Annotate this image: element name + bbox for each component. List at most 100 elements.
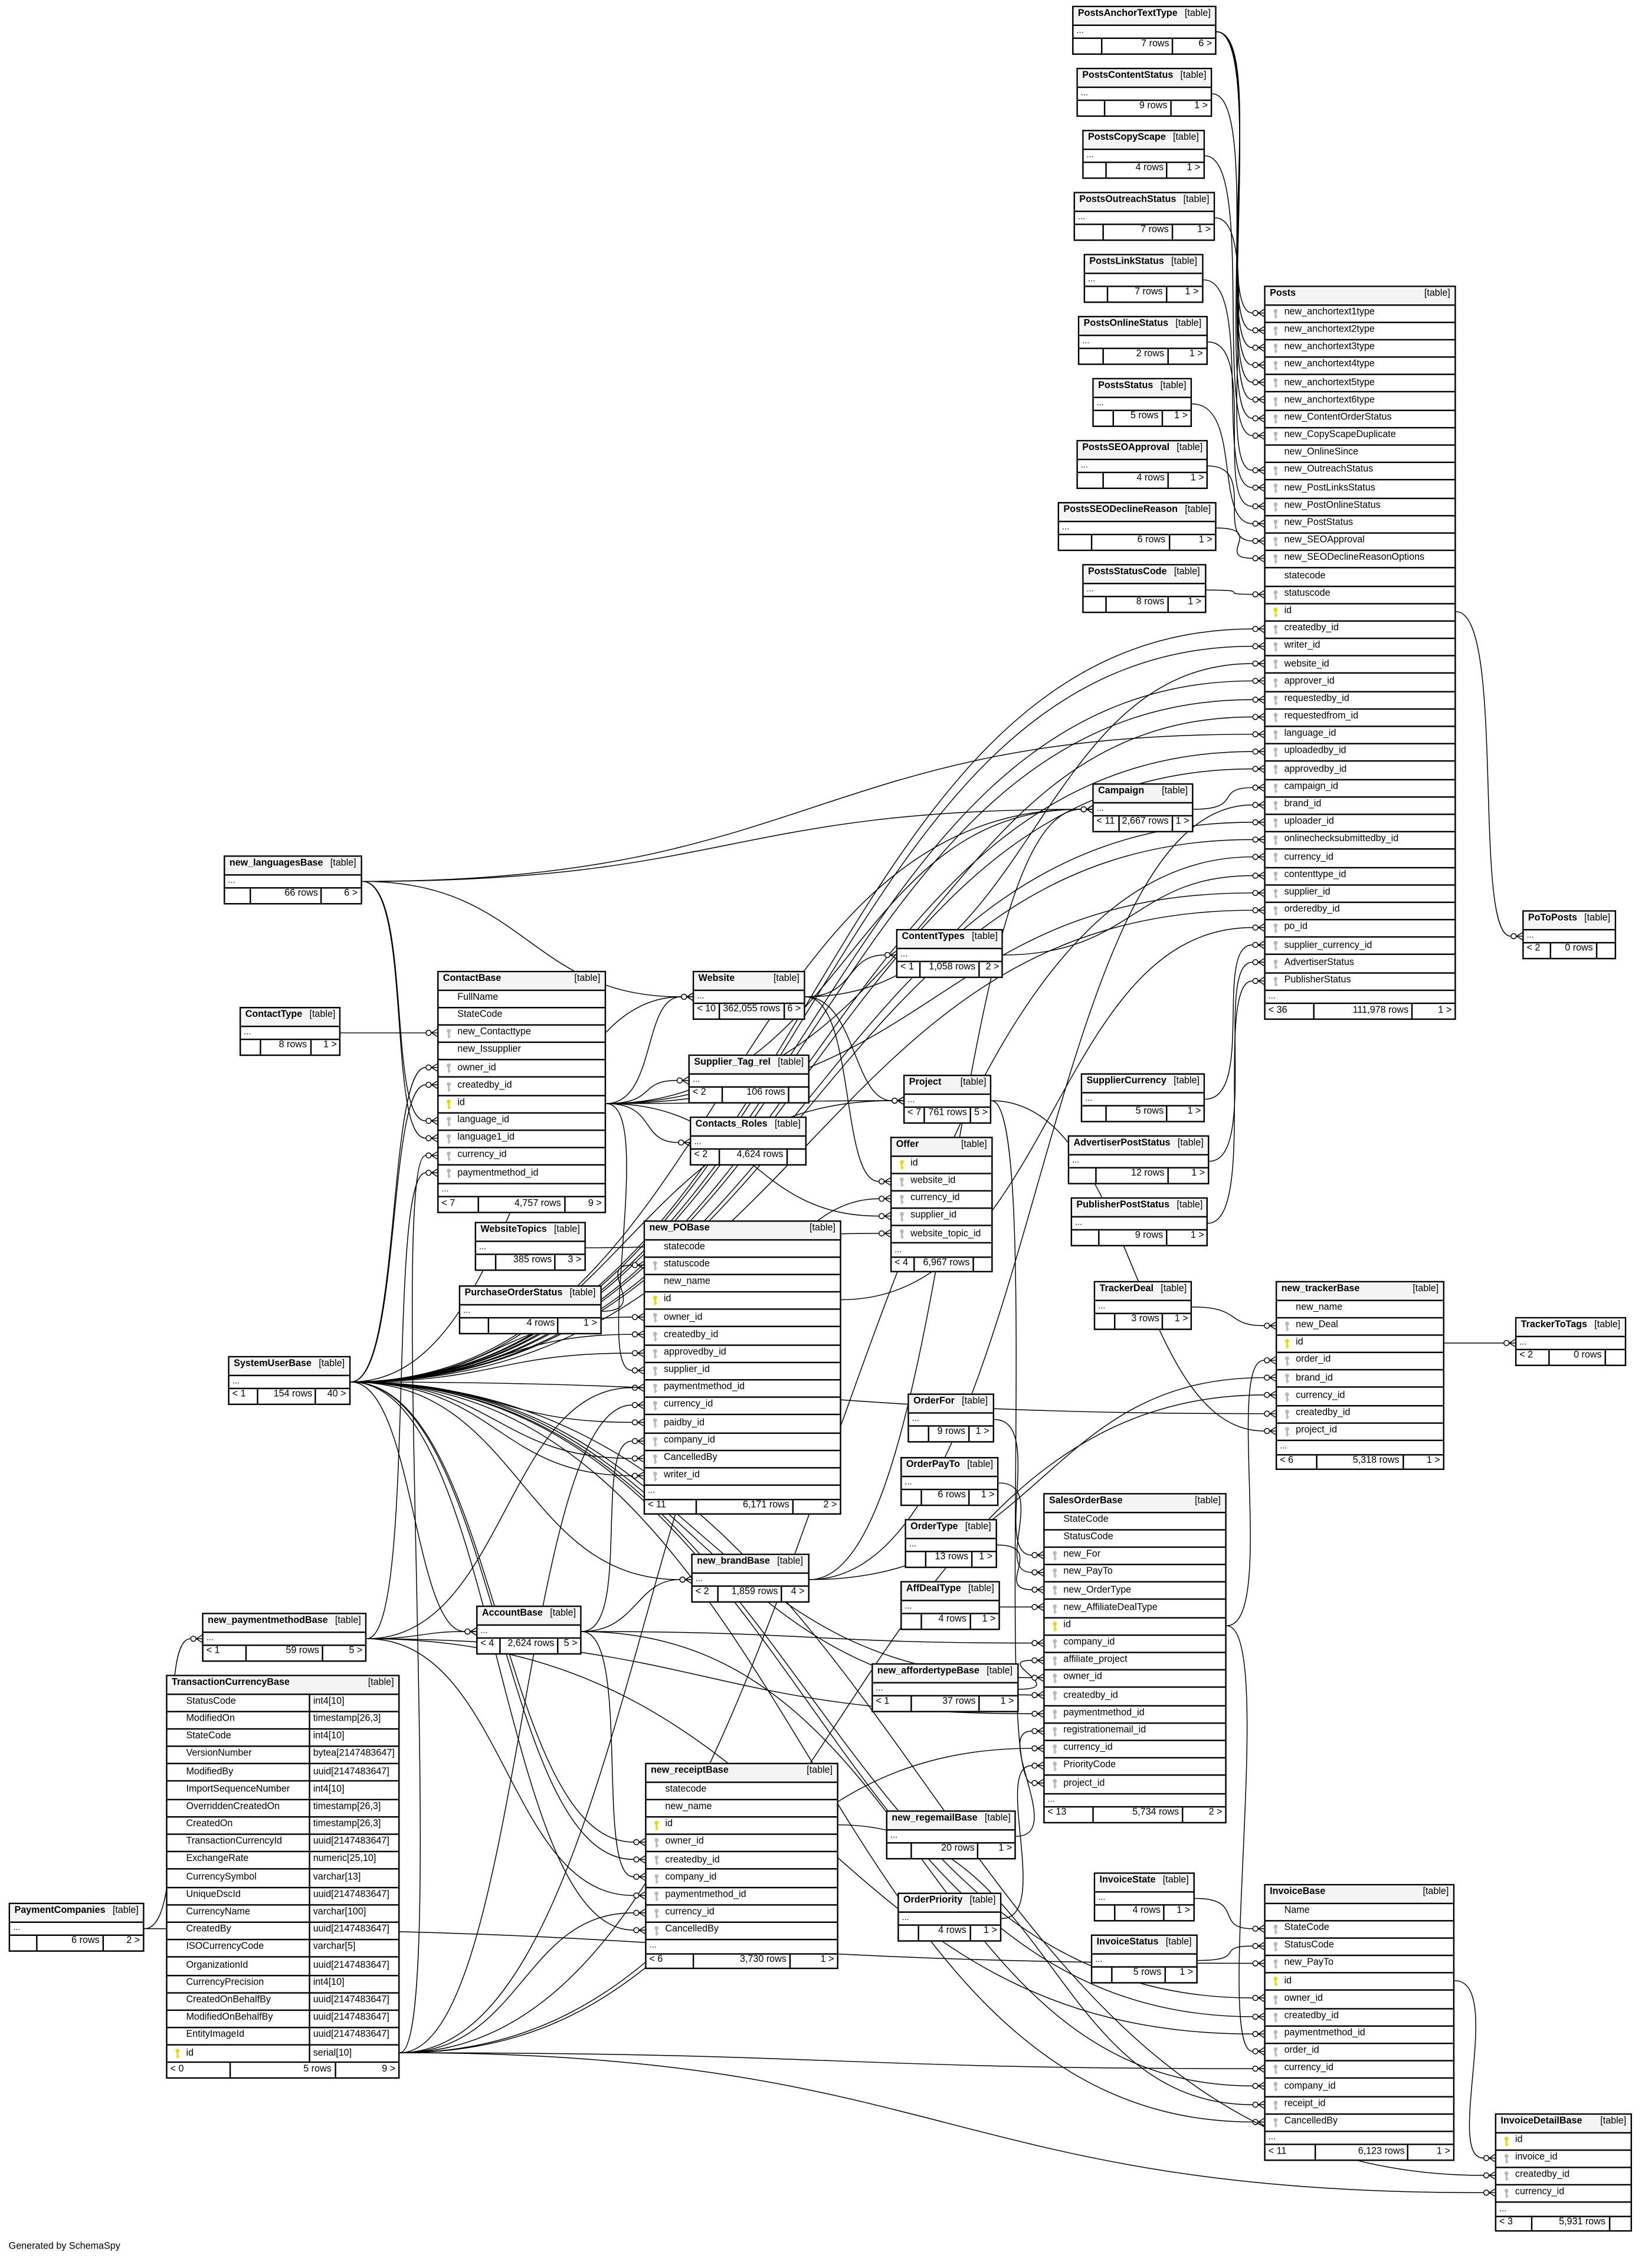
column-row[interactable]: new_Contacttype	[438, 1026, 605, 1043]
table-header[interactable]: SystemUserBase[table]	[229, 1357, 349, 1376]
children-link[interactable]: 6 >	[1198, 40, 1213, 50]
more-columns-row[interactable]: ...	[241, 1026, 340, 1041]
parents-link[interactable]: < 4	[477, 1639, 501, 1653]
children-link[interactable]: 40 >	[327, 1390, 346, 1400]
column-row[interactable]: id	[646, 1817, 837, 1835]
more-columns-row[interactable]: ...	[1496, 2203, 1631, 2217]
table-name[interactable]: PostsAnchorTextType	[1077, 9, 1178, 19]
more-columns-row[interactable]: ...	[1265, 991, 1455, 1005]
table-name[interactable]: new_trackerBase	[1281, 1284, 1360, 1295]
children-link[interactable]	[1597, 943, 1614, 957]
children-link[interactable]: 1 >	[1436, 2146, 1450, 2157]
column-row[interactable]: id	[438, 1096, 605, 1114]
children-link[interactable]: 1 >	[1185, 287, 1199, 298]
column-row[interactable]: new_Issupplier	[438, 1043, 605, 1061]
column-row[interactable]: createdby_id	[646, 1853, 837, 1870]
more-columns-row[interactable]: ...	[1044, 1794, 1225, 1808]
table-name[interactable]: OrderPriority	[903, 1896, 963, 1906]
table-header[interactable]: InvoiceBase[table]	[1265, 1885, 1453, 1903]
children-link[interactable]: 2 >	[126, 1937, 140, 1947]
column-row[interactable]: currency_id	[1044, 1741, 1225, 1759]
column-row[interactable]: company_id	[645, 1433, 840, 1451]
parents-link[interactable]: < 11	[645, 1499, 697, 1514]
more-columns-row[interactable]: ...	[1523, 930, 1615, 944]
parents-link[interactable]	[225, 888, 251, 902]
more-columns-row[interactable]: ...	[460, 1305, 600, 1319]
column-row[interactable]: new_OnlineSince	[1265, 446, 1455, 464]
table-header[interactable]: TrackerDeal[table]	[1095, 1282, 1191, 1301]
column-row[interactable]: new_OrderType	[1044, 1583, 1225, 1601]
children-link[interactable]: 5 >	[563, 1639, 578, 1650]
parents-link[interactable]: < 6	[1277, 1455, 1318, 1469]
more-columns-row[interactable]: ...	[902, 1600, 999, 1614]
column-row[interactable]: paidby_id	[645, 1416, 840, 1433]
children-link[interactable]: 1 >	[1175, 817, 1189, 828]
table-name[interactable]: new_POBase	[649, 1223, 710, 1235]
table-header[interactable]: PostsStatus[table]	[1093, 379, 1191, 398]
table-name[interactable]: new_paymentmethodBase	[208, 1616, 328, 1627]
parents-link[interactable]	[1084, 597, 1107, 611]
children-link[interactable]: 1 >	[975, 1427, 989, 1437]
column-row[interactable]: statecode	[1265, 569, 1455, 587]
more-columns-row[interactable]: ...	[873, 1683, 1017, 1697]
parents-link[interactable]: < 36	[1266, 1004, 1314, 1019]
parents-link[interactable]	[476, 1255, 497, 1269]
more-columns-row[interactable]: ...	[646, 1941, 837, 1955]
column-row[interactable]: currency_id	[1265, 850, 1455, 868]
column-row[interactable]: new_ContentOrderStatus	[1265, 411, 1455, 428]
column-row[interactable]: id	[1265, 604, 1455, 622]
column-row[interactable]: website_topic_id	[892, 1226, 992, 1245]
table-header[interactable]: SalesOrderBase[table]	[1044, 1494, 1225, 1513]
table-header[interactable]: PaymentCompanies[table]	[10, 1904, 143, 1922]
children-link[interactable]: 1 >	[1191, 1169, 1205, 1180]
column-row[interactable]: registrationemail_id	[1044, 1724, 1225, 1741]
column-row[interactable]: PriorityCode	[1044, 1758, 1225, 1777]
parents-link[interactable]: < 2	[691, 1150, 720, 1164]
table-header[interactable]: PostsAnchorTextType[table]	[1073, 7, 1215, 25]
more-columns-row[interactable]: ...	[1092, 1954, 1197, 1968]
more-columns-row[interactable]: ...	[1093, 398, 1191, 411]
more-columns-row[interactable]: ...	[692, 1573, 808, 1587]
table-name[interactable]: Offer	[896, 1140, 919, 1151]
column-row[interactable]: uploader_id	[1265, 815, 1455, 833]
table-header[interactable]: new_trackerBase[table]	[1277, 1282, 1443, 1301]
children-link[interactable]	[1610, 2217, 1630, 2230]
more-columns-row[interactable]: ...	[1095, 1301, 1191, 1314]
table-header[interactable]: PostsContentStatus[table]	[1077, 69, 1211, 87]
parents-link[interactable]	[1072, 1230, 1100, 1245]
parents-link[interactable]: < 11	[1094, 816, 1119, 831]
column-row[interactable]: order_id	[1265, 2044, 1453, 2062]
column-row[interactable]: requestedby_id	[1265, 692, 1455, 710]
parents-link[interactable]: < 2	[1524, 943, 1552, 957]
column-row[interactable]: website_id	[892, 1174, 992, 1192]
column-row[interactable]: brand_id	[1265, 797, 1455, 815]
column-row[interactable]: receipt_id	[1265, 2097, 1453, 2115]
table-header[interactable]: PostsLinkStatus[table]	[1085, 255, 1202, 274]
table-header[interactable]: Project[table]	[905, 1076, 991, 1094]
children-link[interactable]	[788, 1150, 805, 1163]
column-row[interactable]: supplier_id	[892, 1209, 992, 1227]
table-header[interactable]: OrderType[table]	[906, 1520, 996, 1539]
more-columns-row[interactable]: ...	[476, 1241, 585, 1255]
children-link[interactable]: 1 >	[981, 1491, 995, 1501]
column-row[interactable]: supplier_id	[1265, 885, 1455, 903]
